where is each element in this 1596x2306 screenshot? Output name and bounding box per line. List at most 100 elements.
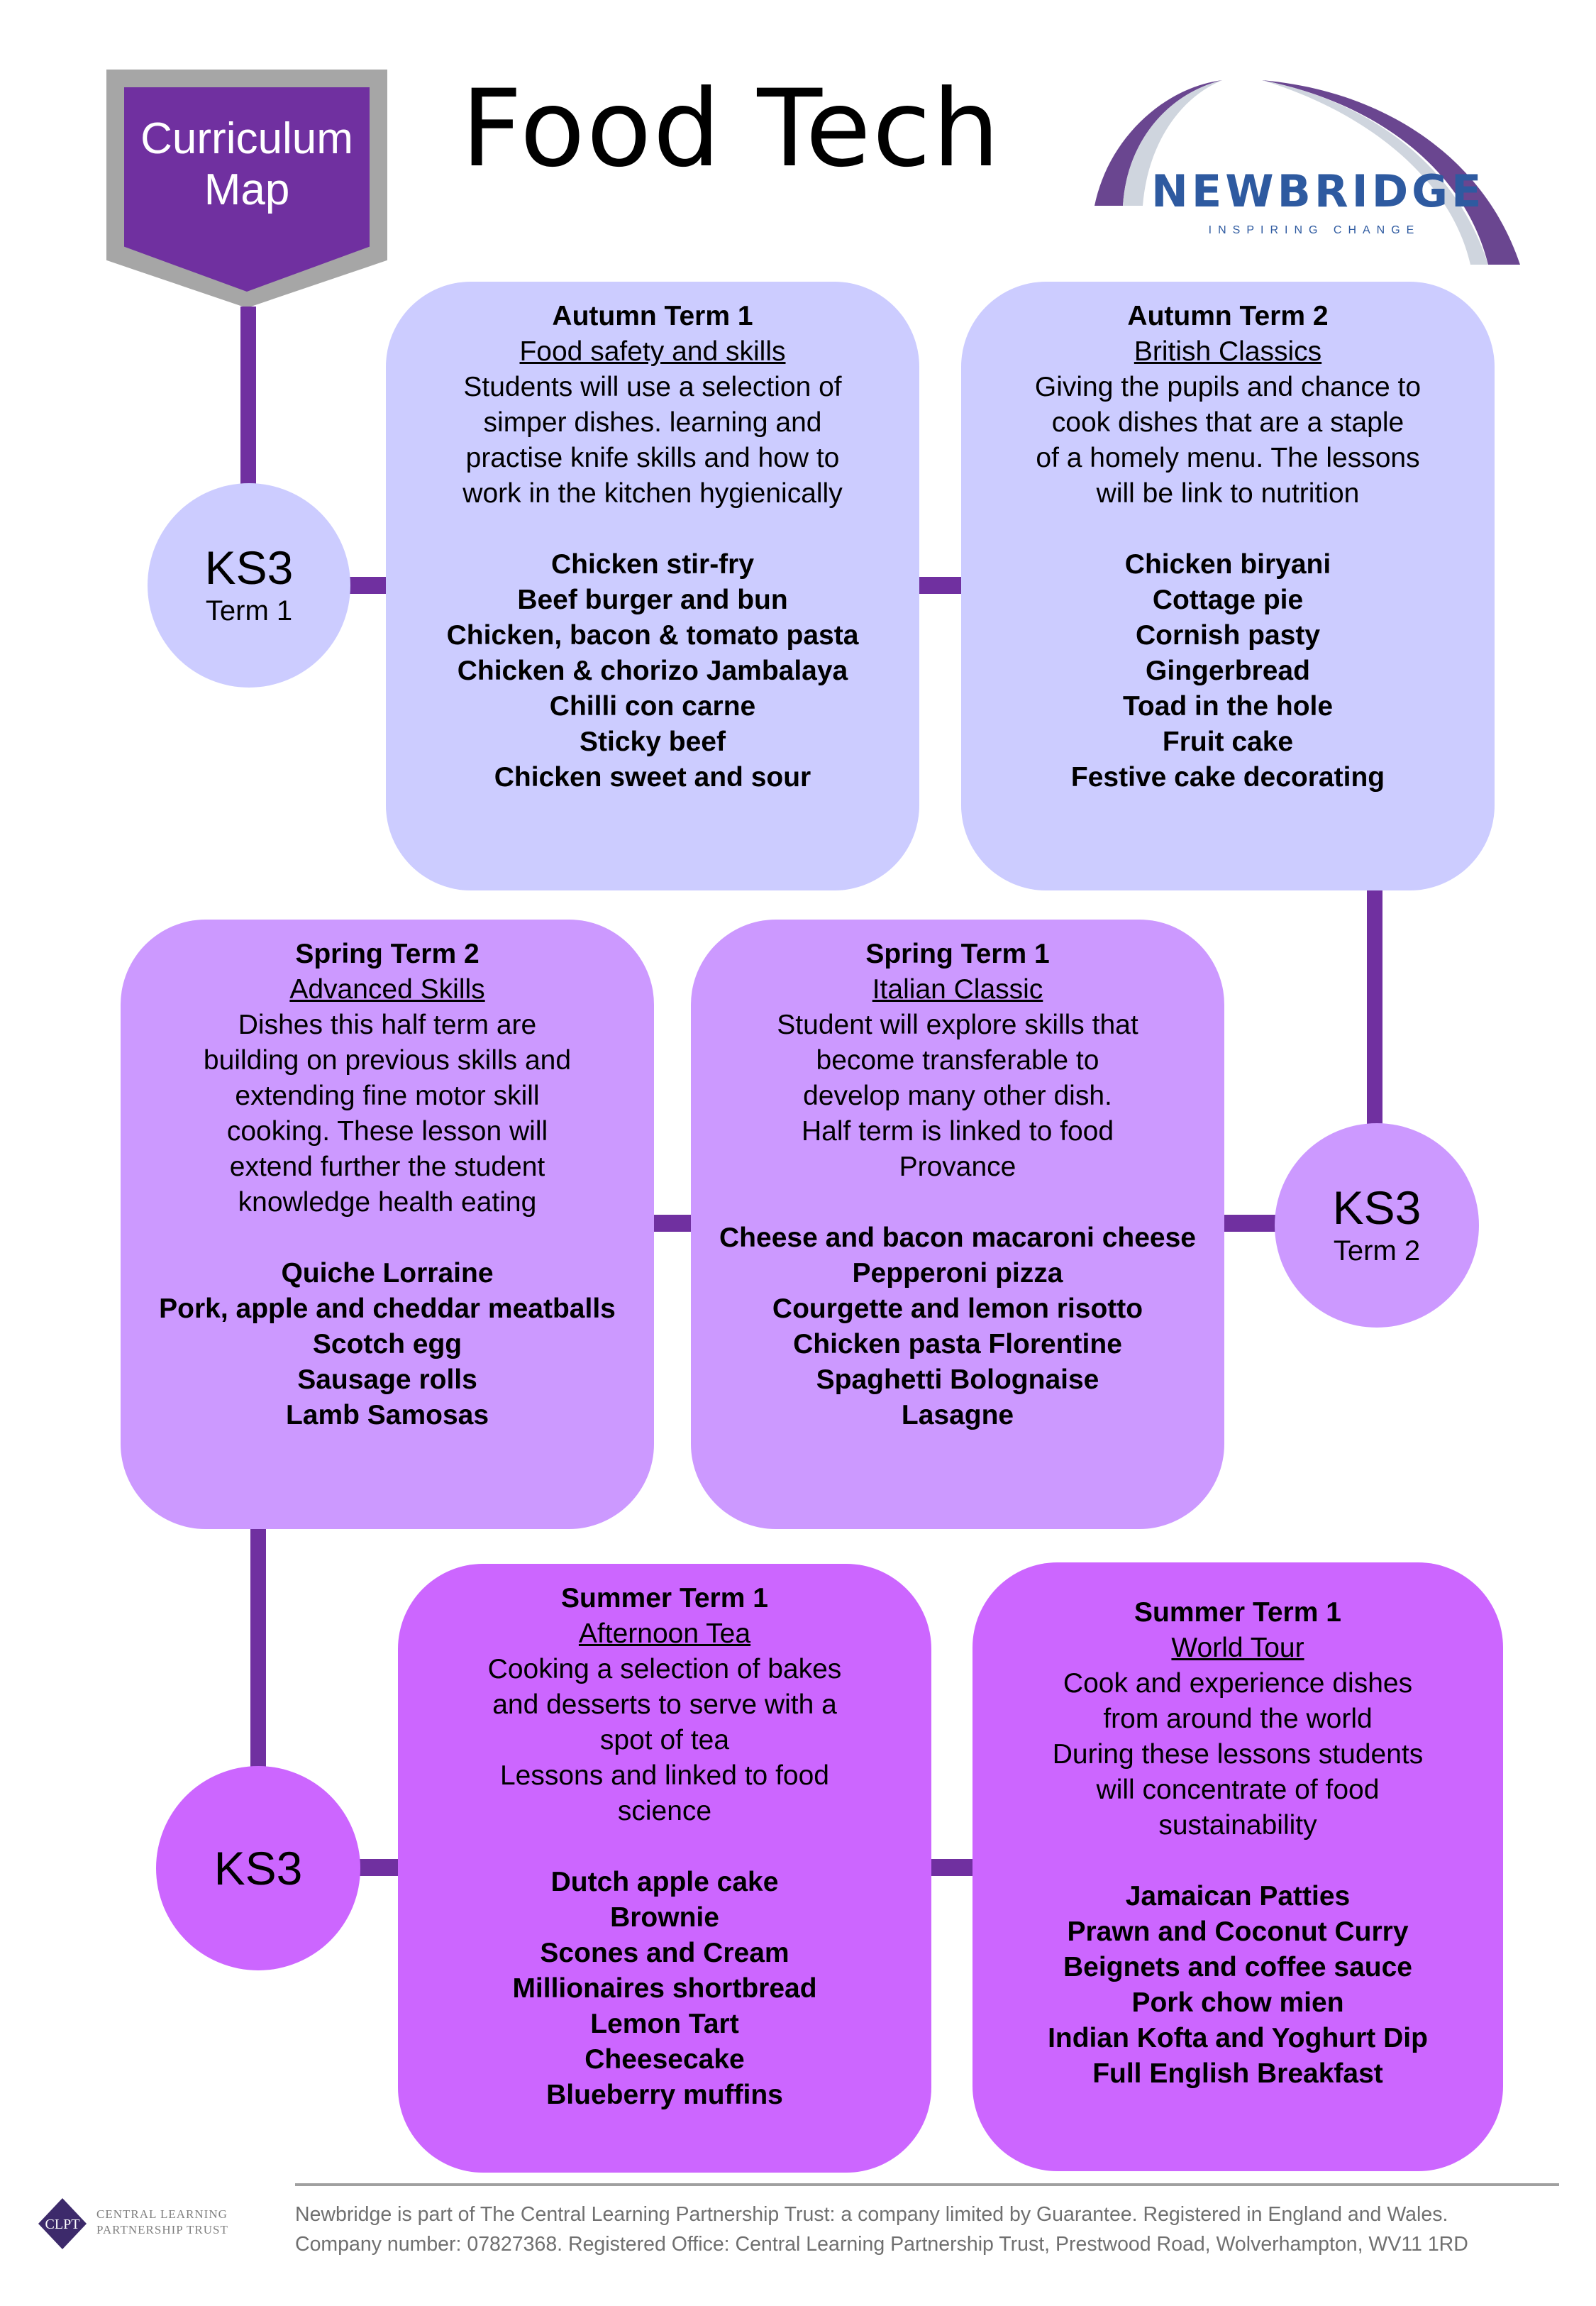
term-description-line: sustainability <box>1158 1810 1317 1841</box>
dish-item: Prawn and Coconut Curry <box>1067 1916 1409 1947</box>
dish-item: Blueberry muffins <box>546 2080 783 2110</box>
term-description-line: Half term is linked to food <box>801 1116 1114 1147</box>
footer-divider <box>295 2183 1559 2186</box>
term-description-line: Provance <box>899 1152 1016 1182</box>
dish-item: Pepperoni pizza <box>852 1258 1063 1289</box>
dish-item: Beef burger and bun <box>517 585 788 615</box>
clpt-logo-icon: CLPT <box>35 2197 89 2251</box>
term-topic: Advanced Skills <box>289 974 485 1005</box>
term-topic: Italian Classic <box>872 974 1043 1005</box>
dish-item: Indian Kofta and Yoghurt Dip <box>1048 2023 1428 2053</box>
dish-item: Gingerbread <box>1146 656 1310 686</box>
footer-line-1: Newbridge is part of The Central Learnin… <box>295 2203 1448 2226</box>
term-title: Spring Term 1 <box>865 939 1050 969</box>
dish-item: Scones and Cream <box>540 1938 789 1968</box>
term-title: Summer Term 1 <box>1134 1597 1341 1628</box>
term-description-line: Cooking a selection of bakes <box>487 1654 842 1684</box>
term-description-line: from around the world <box>1103 1704 1373 1734</box>
ks3-term-1-circle: KS3 Term 1 <box>148 483 350 688</box>
key-stage-label: KS3 <box>204 541 294 594</box>
term-description-line: cook dishes that are a staple <box>1051 407 1404 438</box>
term-description-line: building on previous skills and <box>203 1045 572 1076</box>
connector <box>358 1859 399 1876</box>
ks3-term-3-circle: KS3 <box>156 1766 360 1970</box>
dish-item: Lemon Tart <box>590 2009 739 2039</box>
term-description-line: Dishes this half term are <box>238 1010 537 1040</box>
term-description-line: will concentrate of food <box>1096 1775 1380 1805</box>
dish-item: Cottage pie <box>1152 585 1304 615</box>
term-title: Autumn Term 1 <box>552 301 753 331</box>
dish-item: Spaghetti Bolognaise <box>816 1364 1099 1395</box>
term-description-line: Giving the pupils and chance to <box>1034 372 1422 402</box>
logo-name: NEWBRIDGE <box>1151 165 1485 217</box>
clpt-logo-line-1: CENTRAL LEARNING <box>96 2207 228 2221</box>
dish-item: Chicken & chorizo Jambalaya <box>457 656 848 686</box>
dish-item: Lasagne <box>901 1400 1014 1430</box>
dish-item: Festive cake decorating <box>1070 762 1385 793</box>
connector <box>240 307 256 485</box>
spacer <box>1001 1843 1475 1879</box>
term-description-line: Students will use a selection of <box>463 372 842 402</box>
clpt-logo-text: CENTRAL LEARNING PARTNERSHIP TRUST <box>96 2207 228 2238</box>
term-topic: Food safety and skills <box>519 336 786 367</box>
spacer <box>414 512 891 547</box>
dish-item: Full English Breakfast <box>1092 2058 1383 2089</box>
connector <box>653 1215 692 1232</box>
dish-item: Fruit cake <box>1162 727 1294 757</box>
term-topic: British Classics <box>1134 336 1322 367</box>
connector <box>1223 1215 1276 1232</box>
badge-line-2: Map <box>204 165 290 214</box>
term-description-line: Lessons and linked to food <box>499 1760 829 1791</box>
key-stage-label: KS3 <box>214 1842 303 1894</box>
term-label: Term 1 <box>205 595 293 627</box>
dish-item: Lamb Samosas <box>285 1400 489 1430</box>
badge-line-1: Curriculum <box>140 114 353 163</box>
term-description-line: work in the kitchen hygienically <box>462 478 843 509</box>
page-title: Food Tech <box>461 67 1002 191</box>
term-description-line: develop many other dish. <box>803 1081 1112 1111</box>
footer-line-2: Company number: 07827368. Registered Off… <box>295 2233 1468 2256</box>
term-label: Term 2 <box>1333 1235 1421 1267</box>
term-description-line: of a homely menu. The lessons <box>1036 443 1420 473</box>
curriculum-map-badge <box>124 87 370 292</box>
dish-item: Beignets and coffee sauce <box>1063 1952 1412 1982</box>
term-description-line: cooking. These lesson will <box>226 1116 548 1147</box>
dish-item: Chicken stir-fry <box>550 549 755 580</box>
dish-item: Cornish pasty <box>1135 620 1321 651</box>
dish-item: Pork chow mien <box>1131 1987 1344 2018</box>
dish-item: Chicken biryani <box>1124 549 1331 580</box>
dish-item: Courgette and lemon risotto <box>772 1293 1143 1324</box>
connector <box>1367 889 1382 1125</box>
term-description-line: will be link to nutrition <box>1096 478 1360 509</box>
dish-item: Sausage rolls <box>297 1364 477 1395</box>
dish-item: Brownie <box>610 1902 719 1933</box>
ks3-term-2-circle: KS3 Term 2 <box>1275 1123 1479 1328</box>
term-description-line: During these lessons students <box>1052 1739 1424 1770</box>
dish-item: Chicken, bacon & tomato pasta <box>446 620 859 651</box>
term-description-line: spot of tea <box>599 1725 730 1755</box>
term-title: Autumn Term 2 <box>1127 301 1329 331</box>
connector <box>918 577 963 594</box>
dish-item: Chicken pasta Florentine <box>793 1329 1122 1359</box>
dish-item: Toad in the hole <box>1122 691 1334 722</box>
spacer <box>426 1829 903 1865</box>
term-description-line: and desserts to serve with a <box>492 1689 837 1720</box>
dish-item: Cheese and bacon macaroni cheese <box>719 1223 1196 1253</box>
dish-item: Scotch egg <box>312 1329 462 1359</box>
logo-tagline: INSPIRING CHANGE <box>1208 224 1421 236</box>
term-description-line: extend further the student <box>229 1152 545 1182</box>
dish-item: Millionaires shortbread <box>512 1973 817 2004</box>
spacer <box>990 512 1466 547</box>
term-description-line: Student will explore skills that <box>777 1010 1138 1040</box>
term-title: Spring Term 2 <box>295 939 480 969</box>
term-description-line: knowledge health eating <box>238 1187 537 1218</box>
clpt-logo-line-2: PARTNERSHIP TRUST <box>96 2223 228 2236</box>
term-description-line: simper dishes. learning and <box>483 407 822 438</box>
connector <box>250 1528 266 1768</box>
term-description-line: become transferable to <box>816 1045 1099 1076</box>
